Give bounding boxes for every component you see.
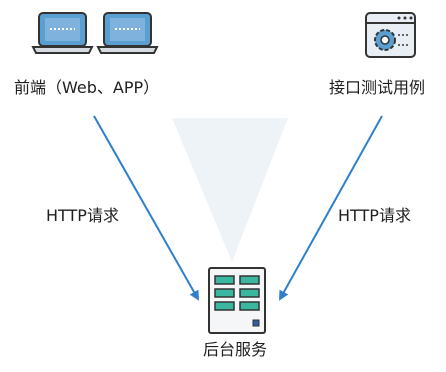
backend-service-label: 后台服务 bbox=[203, 340, 268, 359]
laptop-icon bbox=[96, 12, 159, 54]
settings-window-icon bbox=[365, 12, 416, 58]
frontend-label: 前端（Web、APP） bbox=[14, 78, 160, 97]
laptop-icon bbox=[31, 12, 94, 54]
background-triangle bbox=[172, 118, 288, 262]
server-icon bbox=[208, 267, 266, 334]
arrow-api-tests-to-backend bbox=[279, 115, 383, 301]
arrow-frontend-to-backend bbox=[93, 115, 199, 301]
api-test-cases-label: 接口测试用例 bbox=[329, 78, 426, 97]
http-request-label-left: HTTP请求 bbox=[46, 206, 119, 225]
http-request-label-right: HTTP请求 bbox=[338, 206, 411, 225]
